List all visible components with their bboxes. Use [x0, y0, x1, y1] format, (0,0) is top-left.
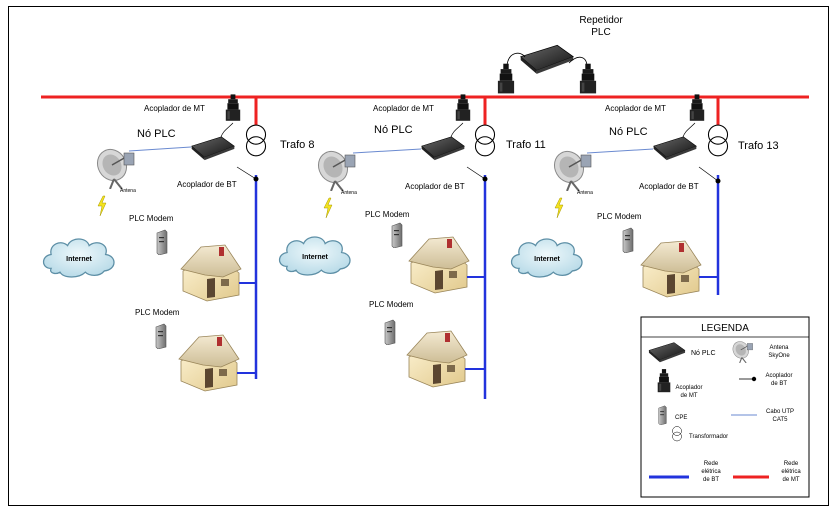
plc-node-label: Nó PLC [374, 124, 413, 136]
transformer-icon [245, 124, 267, 157]
legend-mt-network-label-2: elétrica [781, 469, 801, 475]
legend-antenna-label-2: SkyOne [768, 353, 790, 359]
house-icon-2 [178, 334, 240, 392]
internet-label: Internet [302, 254, 328, 261]
segment-trafo-8: Acoplador de MT Trafo 8 Nó PLC Acoplador… [42, 94, 314, 392]
antenna-icon [315, 147, 356, 191]
plc-node-icon [191, 136, 235, 161]
transformer-label: Trafo 11 [506, 139, 546, 151]
utp-cable [128, 146, 192, 152]
legend-cpe-icon [658, 405, 667, 425]
segment-trafo-13: Acoplador de MT Trafo 13 Nó PLC Acoplado… [510, 94, 779, 298]
house-icon [408, 236, 470, 294]
plc-node-label: Nó PLC [137, 128, 176, 140]
utp-cable [586, 148, 654, 154]
legend-bt-coupler-label-2: de BT [771, 381, 787, 387]
legend-mt-network-label: Rede [784, 461, 799, 467]
transformer-label: Trafo 13 [738, 140, 779, 152]
internet-label: Internet [66, 256, 92, 263]
diagram-frame: Repetidor PLC Acoplador de MT Trafo 8 Nó… [8, 6, 829, 506]
legend-bt-network-label-2: elétrica [701, 469, 721, 475]
legend-bt-network-label-3: de BT [703, 477, 719, 483]
cpe-icon-2 [384, 319, 396, 345]
legend-utp-label-2: CAT5 [773, 417, 789, 423]
wireless-link-icon [554, 197, 564, 219]
mt-coupler-label: Acoplador de MT [144, 104, 205, 113]
wireless-link-icon [97, 195, 107, 217]
antenna-label: Antena [341, 190, 357, 196]
legend-antenna-label: Antena [769, 345, 789, 351]
transformer-icon [707, 124, 729, 157]
segment-trafo-11: Acoplador de MT Trafo 11 Nó PLC Acoplado… [278, 94, 546, 399]
antenna-icon [94, 145, 135, 189]
utp-cable [352, 148, 422, 154]
plc-node-label: Nó PLC [609, 126, 648, 138]
repeater-coupler-left-icon [497, 63, 515, 94]
legend: LEGENDA Nó PLC Antena SkyOne Acoplador d… [640, 316, 810, 498]
bt-coupler-label: Acoplador de BT [405, 182, 465, 191]
wireless-link-icon [323, 197, 333, 219]
repeater-label-2: PLC [591, 27, 610, 38]
bt-coupler-label: Acoplador de BT [177, 180, 237, 189]
house-icon-2 [406, 330, 468, 388]
legend-title: LEGENDA [701, 323, 749, 334]
house-icon [640, 240, 702, 298]
legend-utp-label: Cabo UTP [766, 409, 794, 415]
repeater-coupler-right-icon [579, 63, 597, 94]
plc-modem-label: PLC Modem [597, 212, 642, 221]
plc-node-icon [653, 136, 697, 161]
mt-coupler-label: Acoplador de MT [373, 104, 434, 113]
antenna-label: Antena [120, 188, 136, 194]
legend-mt-coupler-label-2: de MT [680, 393, 697, 399]
cpe-icon [156, 229, 168, 255]
house-icon [180, 244, 242, 302]
plc-modem-label: PLC Modem [365, 210, 410, 219]
plc-modem-label-2: PLC Modem [369, 300, 414, 309]
cpe-icon [622, 227, 634, 253]
transformer-icon [474, 124, 496, 157]
bt-coupler-label: Acoplador de BT [639, 182, 699, 191]
repeater-node-icon [520, 44, 574, 75]
plc-node-icon [421, 136, 465, 161]
plc-modem-label: PLC Modem [129, 214, 174, 223]
transformer-label: Trafo 8 [280, 139, 314, 151]
antenna-label: Antena [577, 190, 593, 196]
plc-modem-label-2: PLC Modem [135, 308, 180, 317]
legend-mt-network-label-3: de MT [782, 477, 799, 483]
legend-plc-node-label: Nó PLC [691, 350, 716, 357]
cpe-icon-2 [155, 323, 167, 349]
legend-bt-coupler-label: Acoplador [765, 373, 792, 379]
legend-cpe-label: CPE [675, 415, 687, 421]
mt-coupler-label: Acoplador de MT [605, 104, 666, 113]
internet-label: Internet [534, 256, 560, 263]
legend-bt-network-label: Rede [704, 461, 719, 467]
antenna-icon [551, 147, 592, 191]
legend-mt-coupler-label: Acoplador [675, 385, 702, 391]
legend-transformer-label: Transformador [689, 434, 728, 440]
repeater-label: Repetidor [579, 15, 623, 26]
plc-network-diagram: Repetidor PLC Acoplador de MT Trafo 8 Nó… [41, 15, 810, 498]
cpe-icon [391, 222, 403, 248]
plc-repeater: Repetidor PLC [497, 15, 623, 94]
